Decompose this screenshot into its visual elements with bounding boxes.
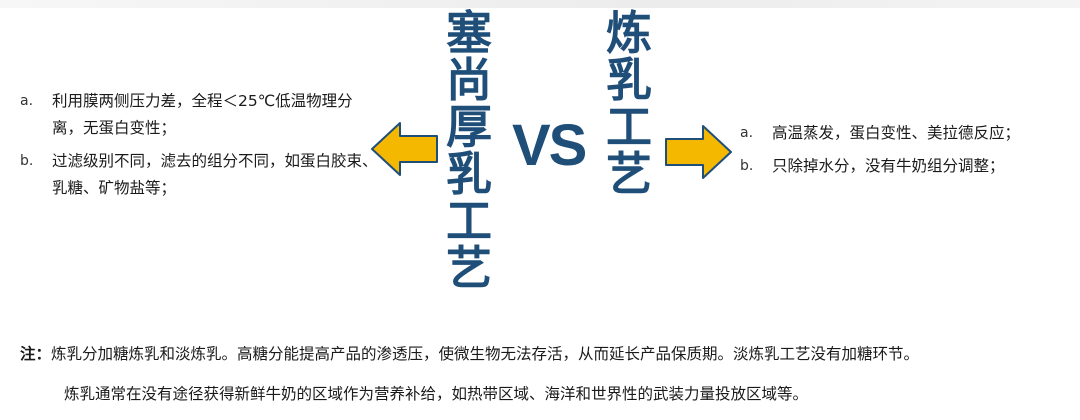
list-text: 利用膜两侧压力差，全程＜25℃低温物理分离，无蛋白变性；	[52, 92, 353, 137]
arrow-right-icon	[665, 125, 732, 179]
note-line-2: 炼乳通常在没有途径获得新鲜牛奶的区域作为营养补给，如热带区域、海洋和世界性的武装…	[64, 385, 809, 403]
left-process-list: a. 利用膜两侧压力差，全程＜25℃低温物理分离，无蛋白变性； b. 过滤级别不…	[20, 88, 380, 208]
left-title-char: 乳	[446, 147, 492, 201]
list-text: 过滤级别不同，滤去的组分不同，如蛋白胶束、乳糖、矿物盐等；	[52, 152, 378, 197]
left-title-char: 艺	[446, 241, 492, 295]
vs-label: VS	[512, 113, 587, 178]
note-label: 注：	[20, 345, 52, 363]
left-title-char: 厚	[446, 100, 492, 154]
left-title-char: 工	[446, 194, 492, 248]
right-title-char: 艺	[606, 147, 652, 201]
right-title-column: 炼 乳 工 艺	[606, 10, 652, 198]
list-marker: a.	[20, 93, 34, 109]
list-marker: b.	[20, 153, 34, 169]
list-item: a. 高温蒸发，蛋白变性、美拉德反应；	[740, 120, 1070, 147]
list-item: a. 利用膜两侧压力差，全程＜25℃低温物理分离，无蛋白变性；	[20, 88, 380, 142]
left-title-char: 尚	[446, 53, 492, 107]
list-item: b. 只除掉水分，没有牛奶组分调整；	[740, 153, 1070, 180]
left-title-char: 塞	[446, 6, 492, 60]
right-title-char: 炼	[606, 6, 652, 60]
top-divider-bar	[0, 0, 1080, 8]
right-process-list: a. 高温蒸发，蛋白变性、美拉德反应； b. 只除掉水分，没有牛奶组分调整；	[740, 120, 1070, 186]
list-marker: b.	[740, 158, 754, 174]
right-title-char: 乳	[606, 53, 652, 107]
list-text: 高温蒸发，蛋白变性、美拉德反应；	[772, 124, 1021, 142]
note-text-1: 炼乳分加糖炼乳和淡炼乳。高糖分能提高产品的渗透压，使微生物无法存活，从而延长产品…	[51, 345, 920, 363]
note-line-1: 注：炼乳分加糖炼乳和淡炼乳。高糖分能提高产品的渗透压，使微生物无法存活，从而延长…	[20, 342, 919, 366]
arrow-left-icon	[371, 122, 438, 176]
list-text: 只除掉水分，没有牛奶组分调整；	[772, 157, 1005, 175]
list-item: b. 过滤级别不同，滤去的组分不同，如蛋白胶束、乳糖、矿物盐等；	[20, 148, 380, 202]
right-title-char: 工	[606, 100, 652, 154]
left-title-column: 塞 尚 厚 乳 工 艺	[446, 10, 492, 292]
list-marker: a.	[740, 125, 754, 141]
